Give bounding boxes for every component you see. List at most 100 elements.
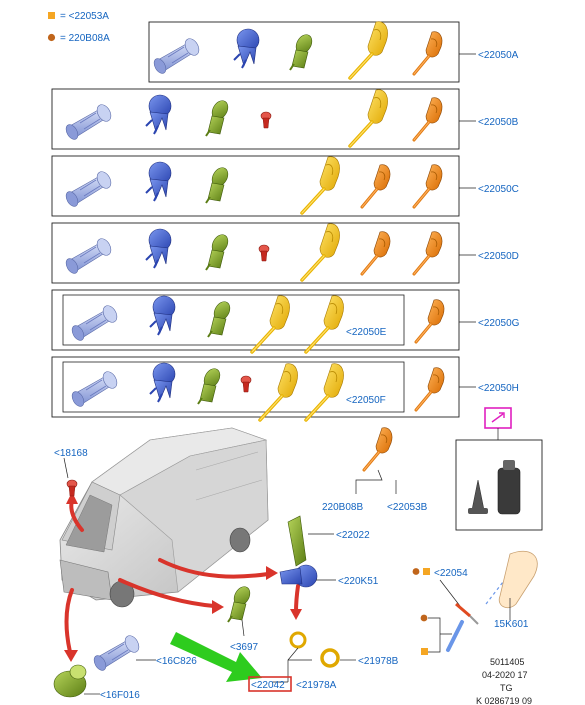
lock-barrel-icon [149, 362, 176, 403]
footer-line-2: 04-2020 17 [482, 670, 528, 680]
kit-frame [455, 439, 543, 531]
legend-item-22053a: = <22053A [60, 11, 109, 22]
lock-cylinder-icon [63, 101, 115, 142]
key-blank-icon [412, 96, 444, 142]
callout-21978a[interactable]: <21978A [296, 680, 337, 691]
lock-barrel-icon [145, 161, 172, 202]
set-d-parts [63, 221, 444, 282]
retainer-clip-icon [240, 375, 252, 393]
remote-key-icon [304, 293, 346, 354]
lock-barrel-icon [233, 28, 260, 69]
set-ref-22050e[interactable]: <22050E [346, 327, 387, 338]
ignition-cylinder-icon [205, 230, 233, 271]
remote-key-icon [250, 293, 292, 354]
key-blade-group: <22054 15K601 [412, 550, 538, 655]
callout-22042[interactable]: <22042 [251, 680, 285, 691]
highlight-box [248, 676, 292, 692]
set-h-parts [69, 361, 446, 422]
legend: = <22053A = 220B08A [47, 11, 110, 44]
legend-square-icon [421, 648, 428, 655]
callout-18168[interactable]: <18168 [54, 448, 88, 459]
callout-15k601[interactable]: 15K601 [494, 619, 529, 630]
arrowheads [64, 492, 302, 662]
legend-dot-icon [47, 33, 56, 42]
gasket-ring-icon [289, 631, 307, 649]
key-blank-icon [360, 163, 392, 209]
lock-cylinder-icon [151, 35, 203, 76]
set-frame-e [62, 294, 405, 346]
set-c-parts [63, 154, 444, 215]
ignition-cylinder-icon [227, 582, 255, 623]
footer-code: 5011405 04-2020 17 TG K 0286719 09 [476, 657, 532, 705]
retainer-clip-icon [66, 479, 78, 497]
callout-3697[interactable]: <3697 [230, 642, 259, 653]
lock-cylinder-icon [69, 302, 121, 343]
footer-line-4: K 0286719 09 [476, 696, 532, 705]
retainer-clip-icon [258, 244, 270, 262]
set-ref-22050c[interactable]: <22050C [478, 184, 519, 195]
set-ref-22050a[interactable]: <22050A [478, 50, 519, 61]
set-g-parts [69, 293, 446, 354]
lock-barrel-icon [145, 94, 172, 135]
legend-dot-icon [412, 568, 420, 575]
key-blank-icon [362, 426, 394, 472]
set-frame-d [51, 222, 460, 284]
callout-22054[interactable]: <22054 [434, 568, 468, 579]
ignition-cylinder-icon [207, 297, 235, 338]
callout-16f016[interactable]: <16F016 [100, 690, 140, 701]
ignition-cylinder-icon [289, 30, 317, 72]
ignition-cylinder-icon [197, 364, 225, 405]
lock-barrel-icon [149, 295, 176, 336]
footer-line-3: TG [500, 683, 513, 693]
ignition-cylinder-icon [205, 96, 233, 137]
callout-22053b[interactable]: <22053B [387, 502, 428, 513]
set-ref-22050b[interactable]: <22050B [478, 117, 519, 128]
set-frame-f [62, 361, 405, 413]
callout-22022[interactable]: <22022 [336, 530, 370, 541]
lock-cylinder-icon [63, 168, 115, 209]
remote-key-icon [348, 19, 390, 80]
remote-key-icon [258, 361, 300, 422]
set-ref-22050d[interactable]: <22050D [478, 251, 519, 262]
legend-square-icon [423, 568, 430, 575]
legend-dot-icon [420, 614, 428, 622]
callout-21978b[interactable]: <21978B [358, 656, 399, 667]
callout-220k51[interactable]: <220K51 [338, 576, 379, 587]
lubricant-tube-icon [497, 467, 521, 515]
key-blank-icon [360, 230, 392, 276]
set-ref-22050g[interactable]: <22050G [478, 318, 520, 329]
callout-16c826[interactable]: <16C826 [156, 656, 197, 667]
set-a-parts [151, 19, 444, 80]
key-blank-icon [412, 230, 444, 276]
callout-220b8b[interactable]: 220B08B [322, 502, 363, 513]
callout-leaders [63, 457, 397, 695]
key-blank-icon [412, 163, 444, 209]
lubricant-kit [455, 407, 543, 531]
callout-parts [53, 426, 394, 698]
set-b-parts [63, 87, 444, 148]
key-blank-icon [414, 366, 446, 412]
set-ref-22050f[interactable]: <22050F [346, 395, 386, 406]
lock-cylinder-icon [91, 632, 143, 673]
footer-line-1: 5011405 [490, 657, 524, 667]
legend-square-icon [48, 12, 55, 19]
remote-key-icon [300, 221, 342, 282]
lock-cylinder-icon [69, 368, 121, 409]
remote-key-icon [348, 87, 390, 148]
set-frame-b [51, 88, 460, 150]
set-leaders [459, 53, 476, 388]
lock-barrel-icon [145, 228, 172, 269]
set-frame-c [51, 155, 460, 217]
set-frames [51, 21, 460, 418]
key-blank-icon [414, 298, 446, 344]
set-frame-a [148, 21, 460, 83]
set-ref-22050h[interactable]: <22050H [478, 383, 519, 394]
lock-shield-icon [287, 515, 307, 567]
gasket-ring-icon [320, 648, 340, 668]
remote-key-icon [300, 154, 342, 215]
retainer-clip-icon [260, 111, 272, 129]
key-blank-icon [412, 30, 444, 76]
remote-key-icon [304, 361, 346, 422]
van-illustration [59, 427, 269, 608]
lock-cylinder-icon [63, 235, 115, 276]
